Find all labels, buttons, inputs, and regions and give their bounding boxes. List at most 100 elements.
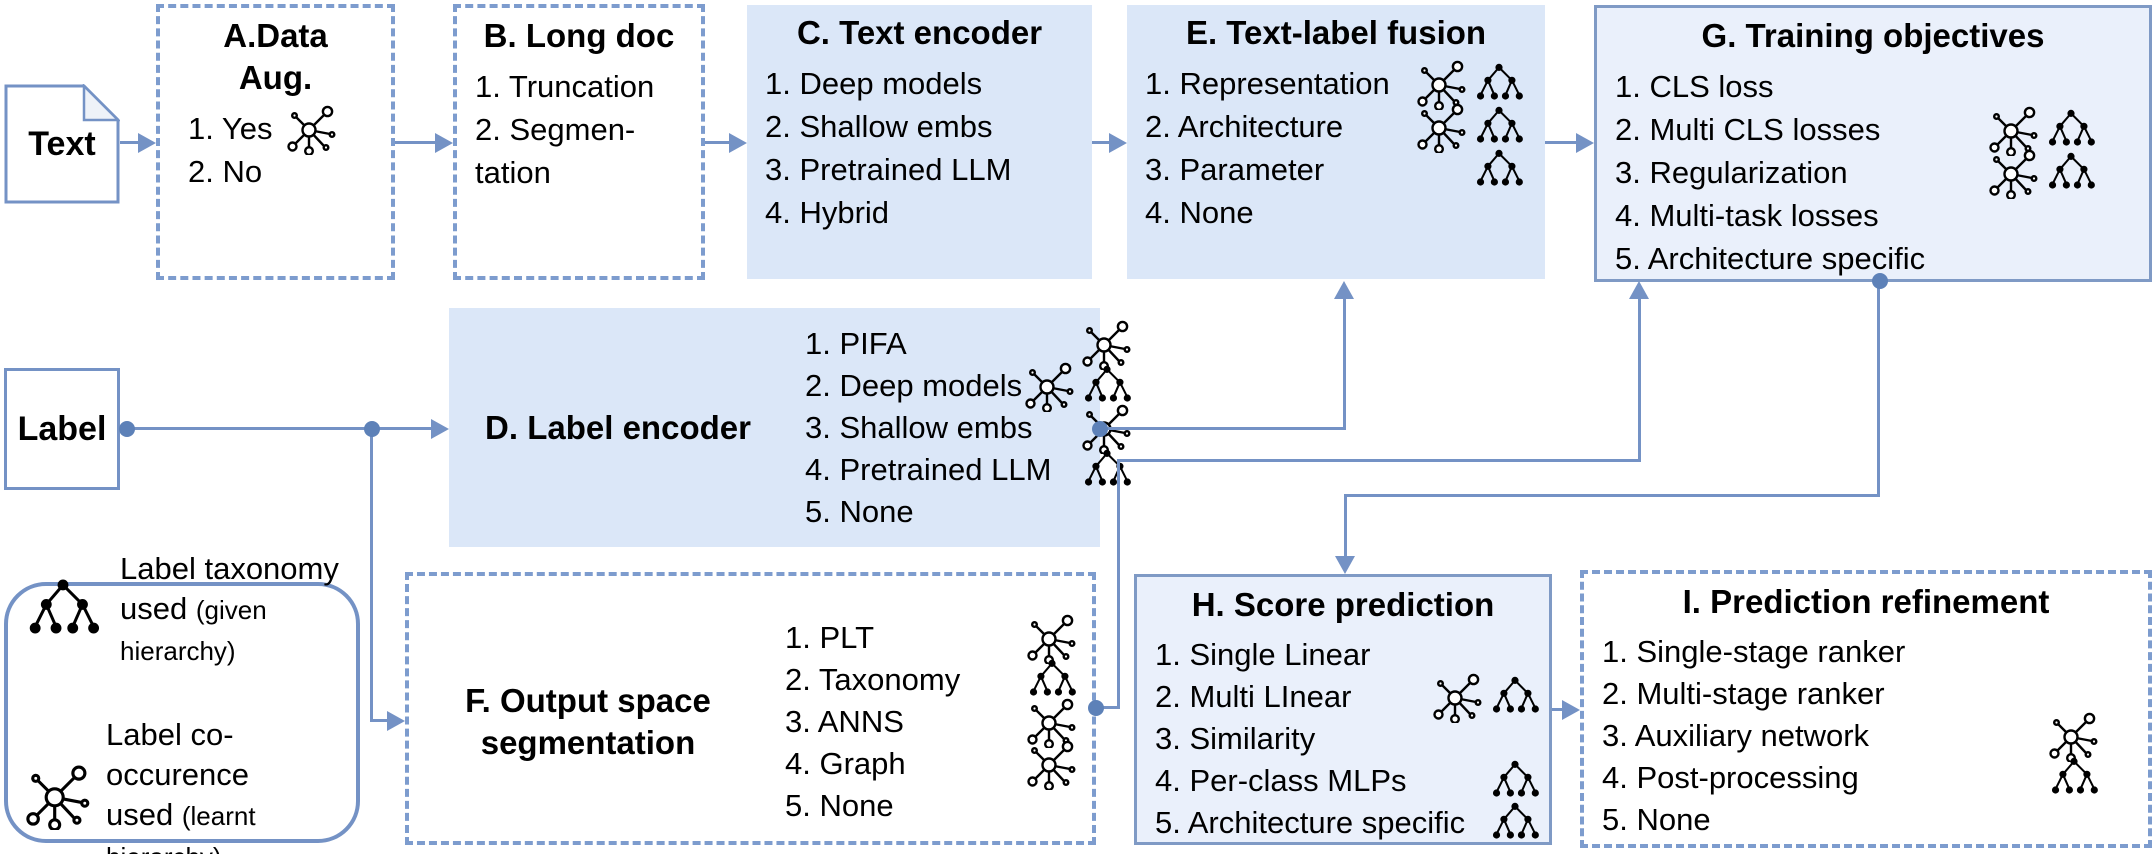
connector-text-to-a xyxy=(120,141,142,144)
list-item: 1. Representation xyxy=(1145,60,1523,110)
node-i-items: 1. Single-stage ranker 2. Multi-stage ra… xyxy=(1584,623,2148,841)
list-item: 2. Architecture xyxy=(1145,103,1523,153)
node-g-items: 1. CLS loss 2. Multi CLS losses 3. Regul… xyxy=(1597,57,2149,280)
label-cooccurrence-icon xyxy=(1430,671,1482,723)
node-h-score-prediction: H. Score prediction 1. Single Linear 2. … xyxy=(1134,574,1552,845)
list-item: 1. PLT xyxy=(785,614,1076,664)
arrowhead xyxy=(431,419,449,439)
list-item: 5. None xyxy=(1602,802,1711,837)
list-item: 4. Hybrid xyxy=(765,194,890,230)
label-cooccurrence-icon xyxy=(2046,710,2098,762)
node-f-output-space-segmentation: F. Output space segmentation 1. PLT 2. T… xyxy=(405,572,1096,845)
node-b-items: 1. Truncation 2. Segmen- tation xyxy=(457,57,701,194)
connector-c-to-e xyxy=(1092,141,1111,144)
arrowhead xyxy=(435,133,453,153)
legend-line: used (given hierarchy) xyxy=(120,590,267,666)
list-item: 5. None xyxy=(805,493,914,529)
list-item: 5. Architecture specific xyxy=(1615,240,1926,276)
label-taxonomy-icon xyxy=(1475,62,1523,106)
list-item: 4. None xyxy=(1145,194,1254,230)
legend-line: used (learnt hierarchy) xyxy=(106,796,256,854)
node-a-items: 1. Yes 2. No xyxy=(160,99,391,193)
node-e-text-label-fusion: E. Text-label fusion 1. Representation 2… xyxy=(1127,5,1545,279)
label-taxonomy-icon xyxy=(1028,658,1076,702)
list-item: 2. Segmen- xyxy=(475,111,636,147)
connector-g-to-h xyxy=(1344,494,1880,497)
label-taxonomy-icon xyxy=(2047,108,2095,152)
arrowhead xyxy=(1334,281,1354,299)
node-a-title: A.Data Aug. xyxy=(223,17,328,96)
node-c-text-encoder: C. Text encoder 1. Deep models 2. Shallo… xyxy=(747,5,1092,279)
list-item: 4. Per-class MLPs xyxy=(1155,760,1539,802)
arrowhead xyxy=(387,711,405,731)
node-c-title: C. Text encoder xyxy=(796,14,1043,51)
node-g-title: G. Training objectives xyxy=(1701,17,2045,54)
node-a-data-aug: A.Data Aug. 1. Yes 2. No xyxy=(156,4,395,280)
connector-f-to-g xyxy=(1117,459,1641,462)
node-h-title: H. Score prediction xyxy=(1191,586,1495,623)
list-item: 3. Parameter xyxy=(1145,148,1523,191)
label-cooccurrence-icon xyxy=(1986,104,2038,156)
label-cooccurrence-icon xyxy=(1986,147,2038,199)
label-taxonomy-icon xyxy=(1491,759,1539,803)
text-input-node: Text xyxy=(4,82,122,204)
label-taxonomy-icon xyxy=(1491,801,1539,845)
label-cooccurrence-icon xyxy=(1024,696,1076,748)
arrowhead xyxy=(729,133,747,153)
list-item: 4. Graph xyxy=(785,740,1076,790)
node-c-items: 1. Deep models 2. Shallow embs 3. Pretra… xyxy=(747,54,1092,234)
legend-line: Label co-occurence xyxy=(106,716,250,792)
list-item: 2. Deep models xyxy=(805,362,1132,412)
label-cooccurrence-icon xyxy=(1079,318,1131,370)
node-f-title: F. Output space segmentation xyxy=(465,681,711,761)
list-item: 3. Regularization xyxy=(1615,149,2095,199)
connector-g-to-h xyxy=(1877,281,1880,497)
list-item: 3. ANNS xyxy=(785,698,1076,748)
node-f-items: 1. PLT 2. Taxonomy 3. ANNS 4. Graph 5. N… xyxy=(767,614,1092,827)
list-item: 1. PIFA xyxy=(805,320,1131,370)
list-item: 2. Taxonomy xyxy=(785,659,1076,701)
label-taxonomy-icon xyxy=(1491,675,1539,719)
list-item: 2. Multi LInear xyxy=(1155,673,1539,723)
connector-label-to-d xyxy=(126,427,433,430)
label-taxonomy-icon xyxy=(22,578,104,642)
connector-d-to-e xyxy=(1343,296,1346,430)
connector-d-to-e xyxy=(1100,427,1346,430)
arrowhead xyxy=(1562,700,1580,720)
list-item: 2. Multi-stage ranker xyxy=(1602,676,1885,711)
label-input-node: Label xyxy=(4,368,120,490)
label-taxonomy-icon xyxy=(1083,364,1132,408)
node-b-title: B. Long doc xyxy=(483,17,675,54)
connector-e-to-g xyxy=(1545,141,1578,144)
list-item: 1. Deep models xyxy=(765,65,983,101)
node-i-title: I. Prediction refinement xyxy=(1682,583,2050,620)
label-cooccurrence-icon xyxy=(1024,738,1076,790)
legend: Label taxonomy used (given hierarchy) La… xyxy=(4,551,360,854)
document-shape xyxy=(4,82,122,204)
list-item: 2. Shallow embs xyxy=(765,108,993,144)
connector-f-to-g xyxy=(1117,461,1120,709)
list-item: 3. Shallow embs xyxy=(805,404,1131,454)
list-item: 4. Post-processing xyxy=(1602,757,2098,799)
label-taxonomy-icon xyxy=(1475,148,1523,192)
node-e-items: 1. Representation 2. Architecture 3. Par… xyxy=(1127,54,1545,234)
connector-dot xyxy=(1092,421,1108,437)
node-h-items: 1. Single Linear 2. Multi LInear 3. Simi… xyxy=(1137,626,1549,844)
list-item: 1. CLS loss xyxy=(1615,68,1774,104)
connector-b-to-c xyxy=(705,141,731,144)
connector-f-to-g xyxy=(1096,706,1120,709)
list-item: 1. Yes xyxy=(188,105,377,155)
connector-dot xyxy=(119,421,135,437)
connector-dot xyxy=(1088,700,1104,716)
legend-row: Label co-occurence used (learnt hierarch… xyxy=(22,715,342,854)
node-d-title: D. Label encoder xyxy=(485,408,751,446)
legend-line: Label taxonomy xyxy=(120,550,339,586)
node-g-training-objectives: G. Training objectives 1. CLS loss 2. Mu… xyxy=(1594,5,2152,282)
label-cooccurrence-icon xyxy=(22,762,90,830)
connector-h-to-i xyxy=(1552,708,1564,711)
list-item: 3. Similarity xyxy=(1155,721,1316,756)
arrowhead xyxy=(1335,556,1355,574)
node-i-prediction-refinement: I. Prediction refinement 1. Single-stage… xyxy=(1580,570,2152,848)
label-taxonomy-icon xyxy=(2047,151,2095,195)
